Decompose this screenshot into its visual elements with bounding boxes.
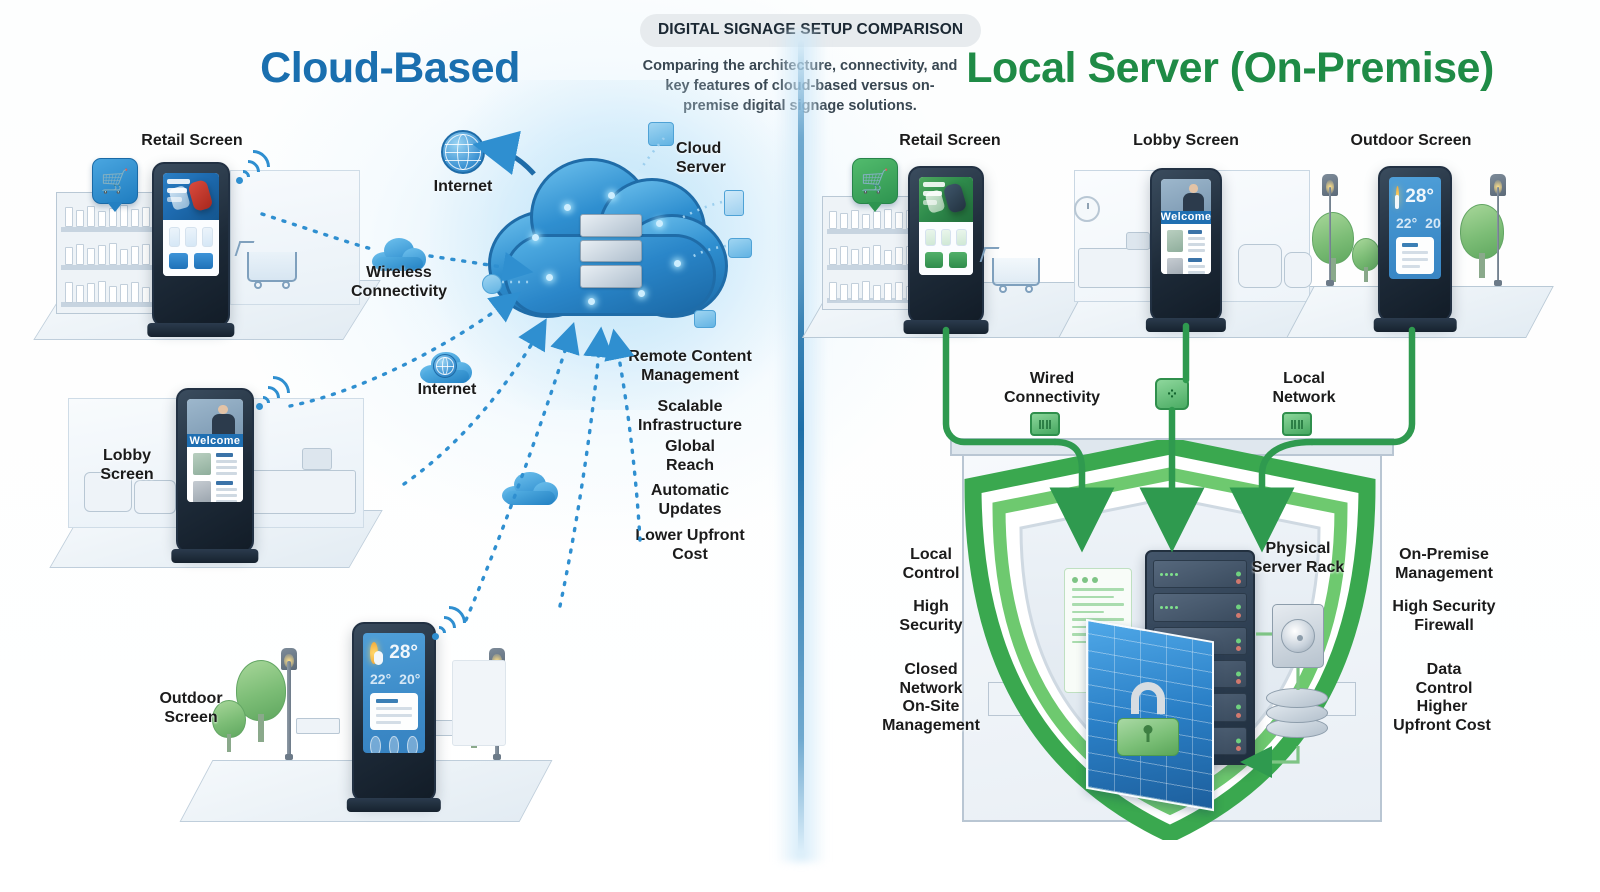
wifi-icon — [228, 142, 278, 192]
left-retail-kiosk-screen — [163, 173, 219, 276]
right-panel-title: Local Server (On-Premise) — [966, 44, 1494, 92]
shopping-trolley — [992, 258, 1040, 293]
wifi-icon — [248, 368, 298, 418]
right-retail-kiosk — [903, 166, 989, 334]
lobby-armchair — [1284, 252, 1312, 288]
lobby-monitor — [1126, 232, 1150, 250]
kiosk-product-grid — [919, 222, 973, 275]
device-chip-icon — [728, 238, 752, 258]
right-lobby-screen-label: Lobby Screen — [1133, 132, 1239, 149]
left-feature-0: Remote Content Management — [628, 348, 752, 384]
left-lobby-kiosk-screen: Welcome — [187, 399, 243, 502]
lobby-reception-desk — [244, 470, 356, 514]
right-feature-left-2: Closed Network — [899, 661, 963, 697]
right-outdoor-kiosk: 28° 22° 20° — [1373, 166, 1457, 332]
wireless-connectivity-label: Wireless Connectivity — [350, 264, 447, 300]
local-network-label: Local Network — [1272, 370, 1336, 406]
weather-temp-b: 20° — [399, 671, 421, 687]
tree-icon — [1352, 238, 1380, 282]
cloud-server-label: Cloud Server — [676, 140, 726, 176]
right-lobby-kiosk: Welcome — [1145, 168, 1227, 332]
globe-icon — [433, 354, 457, 378]
right-feature-left-3: On-Site Management — [882, 698, 980, 734]
weather-temp-main: 28° — [1405, 186, 1434, 207]
right-lobby-kiosk-screen: Welcome — [1161, 179, 1211, 275]
left-retail-kiosk — [147, 162, 235, 337]
hard-disk-icon — [1272, 604, 1324, 668]
right-retail-screen-label: Retail Screen — [899, 132, 1001, 149]
tree-icon — [212, 700, 246, 752]
kiosk-hero-image — [919, 177, 973, 223]
database-icon — [1266, 688, 1328, 746]
right-feature-left-0: Local Control — [902, 546, 960, 582]
cloud-server-icon — [488, 148, 732, 323]
kiosk-hero-image — [163, 173, 219, 221]
physical-server-rack-label: Physical Server Rack — [1251, 540, 1345, 576]
left-outdoor-kiosk-screen: 28° 22° 20° — [363, 633, 425, 754]
right-feature-right-2: Data Control — [1415, 661, 1473, 697]
wired-connectivity-label: Wired Connectivity — [1003, 370, 1100, 406]
street-lamp-icon — [1320, 174, 1340, 286]
street-lamp-icon — [1488, 174, 1508, 286]
kiosk-welcome-banner: Welcome — [1161, 211, 1211, 224]
device-chip-icon — [694, 310, 716, 328]
cloud-server-rack-icon — [580, 214, 642, 289]
lobby-sofa-right — [134, 480, 176, 514]
cloud-icon — [372, 238, 426, 272]
weather-temp-a: 22° — [370, 671, 392, 687]
left-feature-4: Lower Upfront Cost — [635, 527, 745, 563]
right-outdoor-screen-label: Outdoor Screen — [1350, 132, 1472, 149]
document-chip-icon — [724, 190, 744, 216]
weather-temp-a: 22° — [1396, 215, 1418, 231]
rj45-icon — [1030, 412, 1060, 436]
cloud-icon — [502, 472, 558, 506]
kiosk-product-grid — [163, 220, 219, 276]
lobby-reception-desk — [1078, 248, 1154, 288]
wifi-icon — [424, 598, 474, 648]
street-lamp-icon — [278, 648, 300, 760]
park-bench — [296, 718, 340, 734]
right-feature-right-3: Higher Upfront Cost — [1393, 698, 1491, 734]
lobby-monitor — [302, 448, 332, 470]
internet-label-mid: Internet — [417, 381, 477, 398]
left-feature-3: Automatic Updates — [650, 482, 730, 518]
padlock-icon — [1117, 682, 1179, 756]
rj45-icon — [1282, 412, 1312, 436]
lobby-sofa-left — [84, 472, 132, 512]
left-lobby-screen-label: Lobby Screen — [100, 447, 154, 483]
shopping-cart-icon: 🛒 — [852, 158, 898, 204]
kiosk-presenter-image — [1161, 179, 1211, 212]
left-retail-screen-label: Retail Screen — [141, 132, 243, 149]
left-outdoor-screen-label: Outdoor Screen — [159, 690, 223, 726]
city-skyline — [452, 660, 506, 746]
right-retail-kiosk-screen — [919, 177, 973, 275]
weather-temp-main: 28° — [389, 642, 418, 663]
left-outdoor-kiosk: 28° 22° 20° — [346, 622, 442, 812]
right-feature-left-1: High Security — [899, 598, 963, 634]
right-feature-right-0: On-Premise Management — [1395, 546, 1493, 582]
lobby-armchair — [1238, 244, 1282, 288]
kiosk-welcome-banner: Welcome — [187, 434, 243, 448]
left-feature-2: Global Reach — [665, 438, 715, 474]
left-lobby-kiosk: Welcome — [171, 388, 259, 563]
kiosk-weather-panel: 28° 22° 20° — [1389, 177, 1441, 279]
kiosk-presenter-image — [187, 399, 243, 434]
weather-temp-b: 20° — [1425, 215, 1441, 231]
wall-clock-icon — [1074, 196, 1100, 222]
node-chip-icon — [482, 274, 502, 294]
tree-icon — [1312, 212, 1354, 282]
kiosk-weather-panel: 28° 22° 20° — [363, 633, 425, 754]
globe-icon — [441, 130, 485, 174]
shopping-trolley — [247, 252, 297, 289]
right-feature-right-1: High Security Firewall — [1392, 598, 1496, 634]
shopping-cart-icon: 🛒 — [92, 158, 138, 204]
kiosk-article-list — [187, 447, 243, 502]
panel-divider — [798, 40, 804, 852]
left-feature-1: Scalable Infrastructure — [637, 398, 743, 434]
cloud-server-chip-icon — [648, 122, 674, 146]
kiosk-article-list — [1161, 223, 1211, 275]
network-hub-icon: ⁘ — [1155, 378, 1189, 410]
right-outdoor-kiosk-screen: 28° 22° 20° — [1389, 177, 1441, 279]
internet-label-top: Internet — [433, 178, 493, 195]
